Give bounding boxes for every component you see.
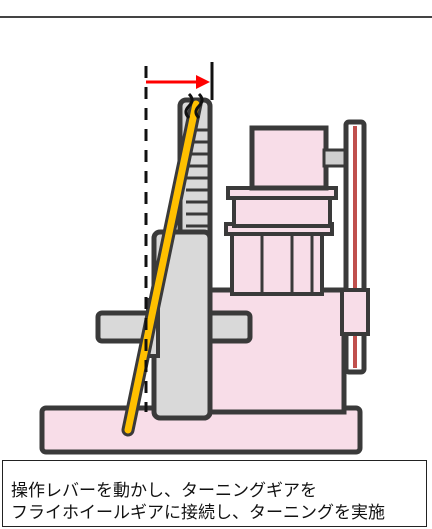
break-mark	[184, 92, 204, 120]
machine-column	[230, 230, 324, 296]
movement-arrow	[146, 75, 210, 89]
flywheel-hub	[340, 288, 370, 336]
caption-line-1: 操作レバーを動かし、ターニングギアを	[11, 481, 317, 501]
machine-mid-block	[232, 194, 332, 228]
motor-housing	[249, 125, 329, 191]
caption-box: 操作レバーを動かし、ターニングギアを フライホイールギアに接続し、ターニングを実…	[2, 460, 427, 527]
turning-gear-diagram	[39, 62, 370, 455]
top-divider	[0, 16, 432, 18]
machine-lower-body	[205, 287, 347, 415]
operating-lever	[121, 97, 203, 437]
caption-line-2: フライホイールギアに接続し、ターニングを実施	[11, 503, 385, 523]
